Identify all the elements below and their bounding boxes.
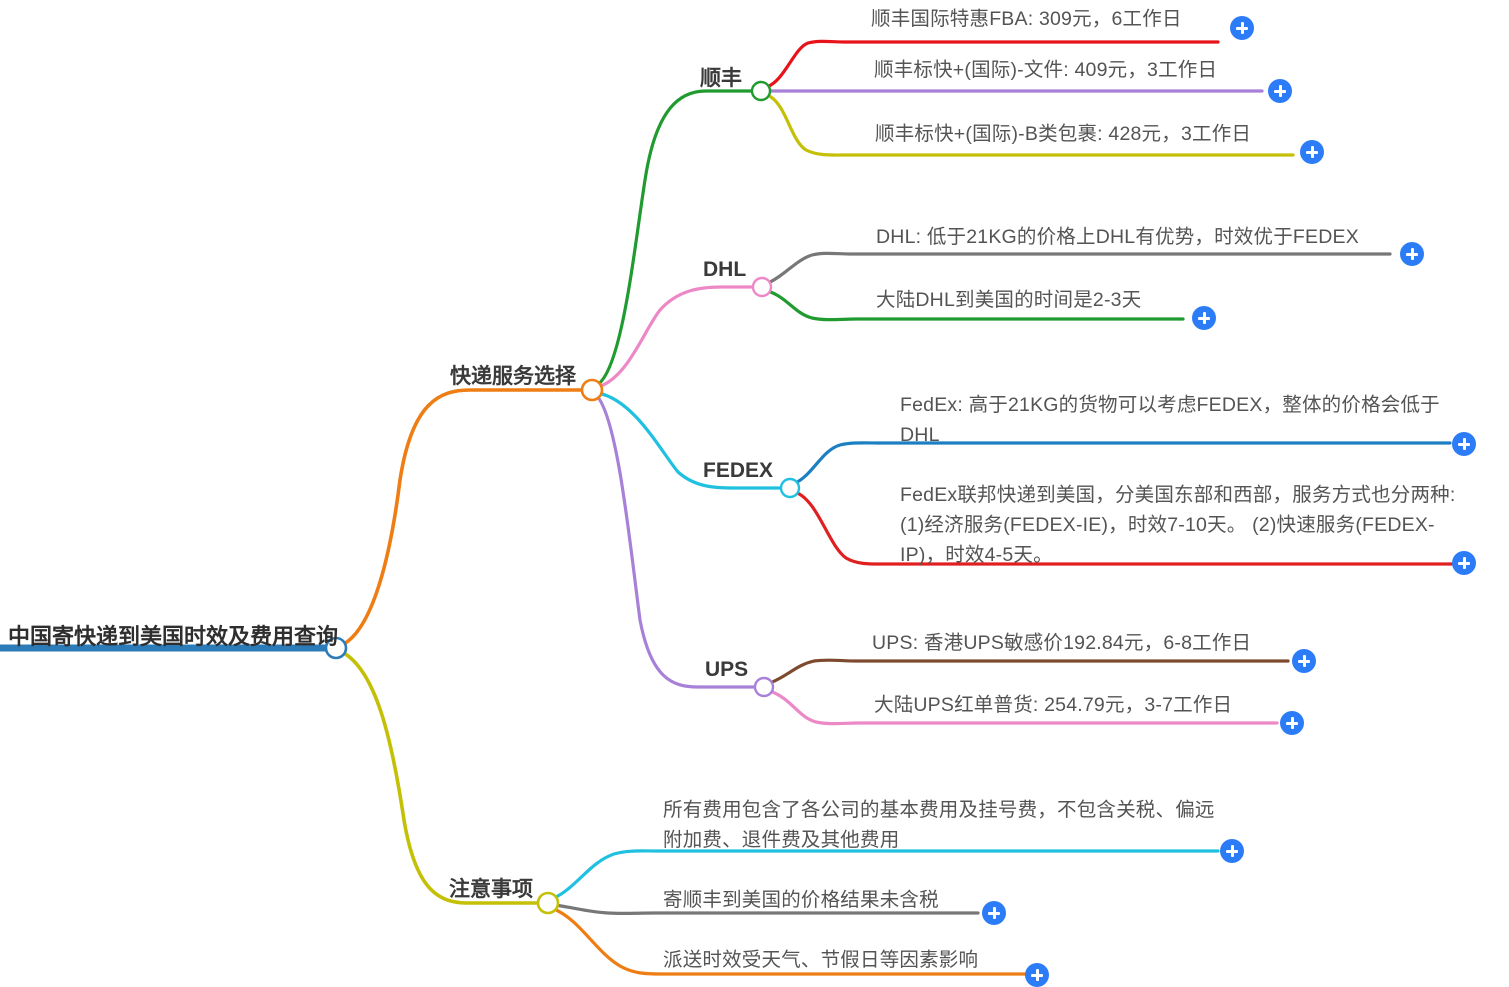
- node-circle-fedex: [779, 477, 801, 499]
- expand-plus-icon-dhl-1[interactable]: [1400, 242, 1424, 266]
- leaf-label-ups-1[interactable]: UPS: 香港UPS敏感价192.84元，6-8工作日: [872, 632, 1252, 654]
- branch-label-dhl[interactable]: DHL: [703, 258, 747, 281]
- edge-express-to-ups: [595, 394, 759, 689]
- leaf-label-sf-1[interactable]: 顺丰国际特惠FBA: 309元，6工作日: [871, 8, 1182, 30]
- leaf-label-dhl-1[interactable]: DHL: 低于21KG的价格上DHL有优势，时效优于FEDEX: [876, 226, 1359, 248]
- edge-express-to-dhl: [596, 285, 757, 389]
- branch-label-sf[interactable]: 顺丰: [700, 67, 742, 90]
- edge-root-to-notes: [340, 650, 543, 905]
- leaf-label-sf-2[interactable]: 顺丰标快+(国际)-文件: 409元，3工作日: [874, 59, 1218, 81]
- leaf-label-sf-3[interactable]: 顺丰标快+(国际)-B类包裹: 428元，3工作日: [875, 123, 1252, 145]
- leaf-label-notes-2[interactable]: 寄顺丰到美国的价格结果未含税: [663, 889, 939, 911]
- node-circle-express: [580, 378, 604, 402]
- branch-label-ups[interactable]: UPS: [705, 658, 749, 681]
- root-node-label[interactable]: 中国寄快递到美国时效及费用查询: [8, 624, 339, 649]
- expand-plus-icon-sf-2[interactable]: [1268, 79, 1292, 103]
- leaf-label-notes-1[interactable]: 所有费用包含了各公司的基本费用及挂号费，不包含关税、偏远附加费、退件费及其他费用: [663, 799, 1215, 851]
- node-circle-ups: [753, 676, 775, 698]
- leaf-label-dhl-2[interactable]: 大陆DHL到美国的时间是2-3天: [876, 289, 1142, 311]
- leaf-label-fedex-2[interactable]: FedEx联邦快递到美国，分美国东部和西部，服务方式也分两种: (1)经济服务(…: [900, 484, 1456, 566]
- node-circle-notes: [536, 891, 560, 915]
- expand-plus-icon-notes-1[interactable]: [1220, 839, 1244, 863]
- edge-express-to-sf: [595, 89, 756, 387]
- node-circle-dhl: [751, 276, 773, 298]
- expand-plus-icon-dhl-2[interactable]: [1192, 306, 1216, 330]
- leaf-label-fedex-1[interactable]: FedEx: 高于21KG的货物可以考虑FEDEX，整体的价格会低于DHL: [900, 394, 1440, 446]
- leaf-label-ups-2[interactable]: 大陆UPS红单普货: 254.79元，3-7工作日: [874, 694, 1233, 716]
- expand-plus-icon-notes-3[interactable]: [1025, 963, 1049, 987]
- expand-plus-icon-sf-3[interactable]: [1300, 140, 1324, 164]
- expand-plus-icon-notes-2[interactable]: [982, 901, 1006, 925]
- edge-ups-leaf-1: [768, 658, 1290, 685]
- edge-root-to-express: [340, 388, 587, 647]
- node-circle-sf: [750, 80, 772, 102]
- branch-label-fedex[interactable]: FEDEX: [703, 459, 774, 482]
- branch-label-express-service[interactable]: 快递服务选择: [450, 365, 576, 388]
- edge-dhl-leaf-1: [766, 251, 1392, 285]
- expand-plus-icon-ups-1[interactable]: [1292, 649, 1316, 673]
- expand-plus-icon-sf-1[interactable]: [1230, 16, 1254, 40]
- leaf-label-notes-3[interactable]: 派送时效受天气、节假日等因素影响: [663, 949, 979, 971]
- expand-plus-icon-ups-2[interactable]: [1280, 711, 1304, 735]
- branch-label-notes[interactable]: 注意事项: [449, 878, 533, 901]
- expand-plus-icon-fedex-2[interactable]: [1452, 551, 1476, 575]
- expand-plus-icon-fedex-1[interactable]: [1452, 432, 1476, 456]
